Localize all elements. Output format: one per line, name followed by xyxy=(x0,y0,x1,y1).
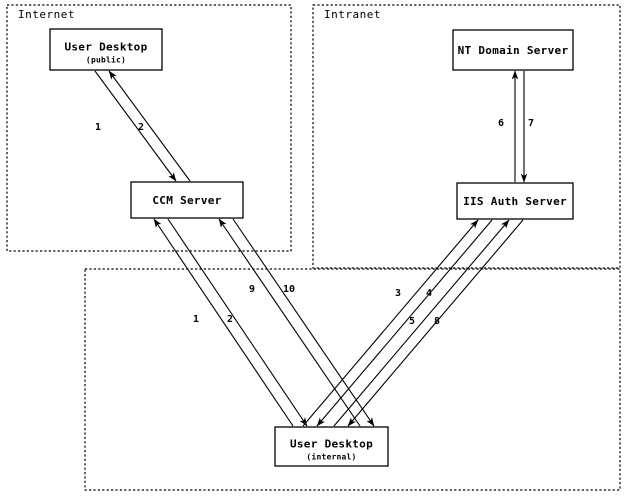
flow-label-e2b: 2 xyxy=(227,314,233,325)
node-title-ccm-server: CCM Server xyxy=(152,194,221,207)
node-box-ccm-server[interactable] xyxy=(130,181,244,219)
node-box-nt-domain-server[interactable] xyxy=(452,29,574,71)
zone-label-intranet: Intranet xyxy=(324,8,381,21)
flow-label-e10: 10 xyxy=(283,284,295,295)
flow-label-e7: 7 xyxy=(528,118,534,129)
flow-arrow-e3 xyxy=(302,219,479,427)
zone-boundary-internet xyxy=(6,4,292,252)
flow-arrow-e5 xyxy=(333,219,510,427)
node-title-iis-auth-server: IIS Auth Server xyxy=(463,195,567,208)
flow-arrow-e10 xyxy=(232,218,375,427)
node-box-user-desktop-internal[interactable] xyxy=(274,426,389,467)
flow-label-e1: 1 xyxy=(95,122,101,133)
flow-arrow-e4 xyxy=(316,219,493,427)
flow-label-e6: 6 xyxy=(498,118,504,129)
flow-label-e1b: 1 xyxy=(193,314,199,325)
node-box-user-desktop-public[interactable] xyxy=(49,28,163,71)
zone-label-internet: Internet xyxy=(18,8,75,21)
flow-label-e9: 9 xyxy=(249,284,255,295)
node-title-user-desktop-public: User Desktop xyxy=(64,41,147,54)
edges-layer xyxy=(94,70,528,427)
node-subtitle-user-desktop-public: (public) xyxy=(86,55,126,65)
flow-arrow-e2 xyxy=(108,70,191,182)
flow-label-e4: 4 xyxy=(426,288,432,299)
flow-arrow-e8 xyxy=(347,219,524,427)
node-title-user-desktop-internal: User Desktop xyxy=(290,438,373,451)
flow-arrow-e1b xyxy=(153,218,294,427)
node-box-iis-auth-server[interactable] xyxy=(456,182,574,220)
flow-arrow-e1 xyxy=(94,70,177,182)
flow-arrow-e2b xyxy=(167,218,308,427)
flow-label-e5: 5 xyxy=(409,316,415,327)
node-title-nt-domain-server: NT Domain Server xyxy=(458,44,569,57)
zone-boundary-intranet xyxy=(312,4,621,269)
flow-label-e8: 8 xyxy=(434,316,440,327)
flow-label-e2: 2 xyxy=(138,122,144,133)
flow-arrow-e9 xyxy=(218,218,361,427)
flow-label-e3: 3 xyxy=(395,288,401,299)
edge-labels-layer: 1 2 6 7 1 2 9 10 3 4 5 8 xyxy=(95,118,534,327)
node-subtitle-user-desktop-internal: (internal) xyxy=(306,452,356,462)
zones-layer: Internet Intranet xyxy=(6,4,621,491)
